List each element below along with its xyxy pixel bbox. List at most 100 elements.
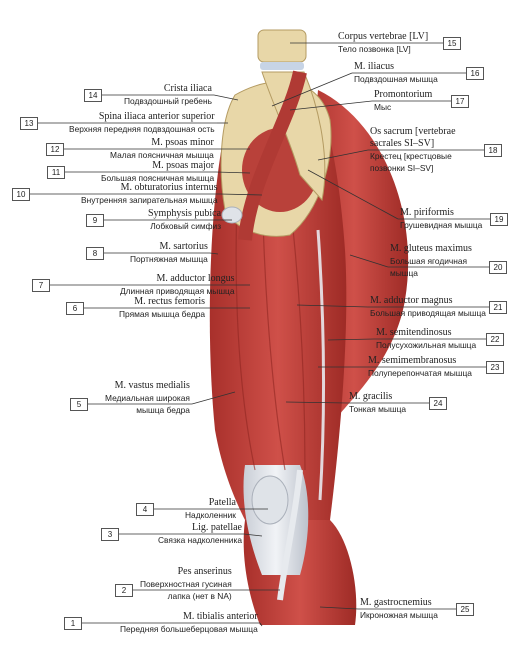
label-22-latin: M. semitendinosus [376, 327, 452, 338]
label-3-russian: Связка надколенника [158, 535, 242, 545]
number-box-13: 13 [20, 117, 38, 130]
label-12-russian: Малая поясничная мышца [110, 150, 214, 160]
leader-line [243, 533, 263, 537]
leader-line [219, 193, 263, 196]
label-19-latin: M. piriformis [400, 207, 454, 218]
label-17-latin: Promontorium [374, 89, 433, 100]
patella-shape [251, 475, 289, 525]
label-17-russian: Мыс [374, 102, 392, 112]
number-box-25: 25 [456, 603, 474, 616]
leader-line [271, 72, 353, 107]
leader-line [215, 171, 251, 174]
number-box-18: 18 [484, 144, 502, 157]
label-7-russian: Длинная приводящая мышца [120, 286, 235, 296]
number-box-24: 24 [429, 397, 447, 410]
label-2-latin: Pes anserinus [177, 566, 232, 577]
number-box-10: 10 [12, 188, 30, 201]
label-2-russian: Поверхностная гусиная [140, 579, 232, 589]
label-6-latin: M. rectus femoris [134, 296, 206, 307]
label-15-russian: Тело позвонка [LV] [338, 44, 411, 54]
label-10-latin: M. obturatorius internus [120, 182, 218, 193]
label-13-russian: Верхняя передняя подвздошная ость [69, 124, 215, 134]
number-box-8: 8 [86, 247, 104, 260]
number-box-4: 4 [136, 503, 154, 516]
leader-line [191, 391, 236, 405]
label-18-russian: Крестец [крестцовые [370, 151, 452, 161]
label-15-latin: Corpus vertebrae [LV] [338, 31, 429, 42]
leader-line [319, 606, 359, 610]
number-box-5: 5 [70, 398, 88, 411]
label-16-latin: M. iliacus [354, 61, 394, 72]
leader-line [317, 149, 369, 161]
label-22-russian: Полусухожильная мышца [376, 340, 477, 350]
number-box-9: 9 [86, 214, 104, 227]
label-14-russian: Подвздошный гребень [124, 96, 212, 106]
label-21-russian: Большая приводящая мышца [370, 308, 486, 318]
label-16-russian: Подвздошная мышца [354, 74, 438, 84]
label-15: Corpus vertebrae [LV] Тело позвонка [LV] [338, 31, 428, 55]
label-8-latin: M. sartorius [159, 241, 208, 252]
number-box-2: 2 [115, 584, 133, 597]
leader-line [327, 338, 375, 341]
number-box-12: 12 [46, 143, 64, 156]
number-box-21: 21 [489, 301, 507, 314]
number-box-17: 17 [451, 95, 469, 108]
label-21-latin: M. adductor magnus [370, 295, 453, 306]
label-13-latin: Spina iliaca anterior superior [98, 111, 215, 122]
label-24-latin: M. gracilis [349, 391, 393, 402]
leader-line [209, 252, 219, 255]
label-23-latin: M. semimembranosus [368, 355, 457, 366]
label-6-russian: Прямая мышца бедра [119, 309, 206, 319]
label-4-russian: Надколенник [185, 510, 236, 520]
intervertebral-disc [260, 62, 304, 70]
number-box-15: 15 [443, 37, 461, 50]
number-box-16: 16 [466, 67, 484, 80]
label-23-russian: Полуперепончатая мышца [368, 368, 472, 378]
label-8-russian: Портняжная мышца [130, 254, 208, 264]
leader-line [259, 622, 263, 627]
label-1-latin: M. tibialis anterior [183, 611, 258, 622]
label-3-latin: Lig. patellae [192, 522, 242, 533]
label-1-russian: Передняя большеберцовая мышца [120, 624, 258, 634]
label-11-russian: Большая поясничная мышца [101, 173, 215, 183]
label-18-russian2: позвонки SI–SV] [370, 163, 434, 173]
label-18-latin: Os sacrum [vertebrae [370, 126, 456, 137]
label-25-russian: Икроножная мышца [360, 610, 438, 620]
lumbar-vertebra [257, 29, 307, 63]
label-20-russian: Большая ягодичная [390, 256, 468, 266]
label-2-russian2: лапка (нет в NA) [167, 591, 232, 601]
label-4-latin: Patella [208, 497, 236, 508]
label-7-latin: M. adductor longus [156, 273, 235, 284]
label-18-latin2: sacrales SI–SV] [370, 138, 435, 149]
number-box-22: 22 [486, 333, 504, 346]
label-14-latin: Crista iliaca [163, 83, 212, 94]
label-24-russian: Тонкая мышца [349, 404, 407, 414]
number-box-19: 19 [490, 213, 508, 226]
label-20-latin: M. gluteus maximus [390, 243, 472, 254]
label-5-latin: M. vastus medialis [114, 380, 190, 391]
iliacus-psoas-band [238, 70, 307, 241]
leader-line [349, 254, 389, 268]
label-9-latin: Symphysis pubica [148, 208, 222, 219]
label-11-latin: M. psoas major [152, 160, 215, 171]
